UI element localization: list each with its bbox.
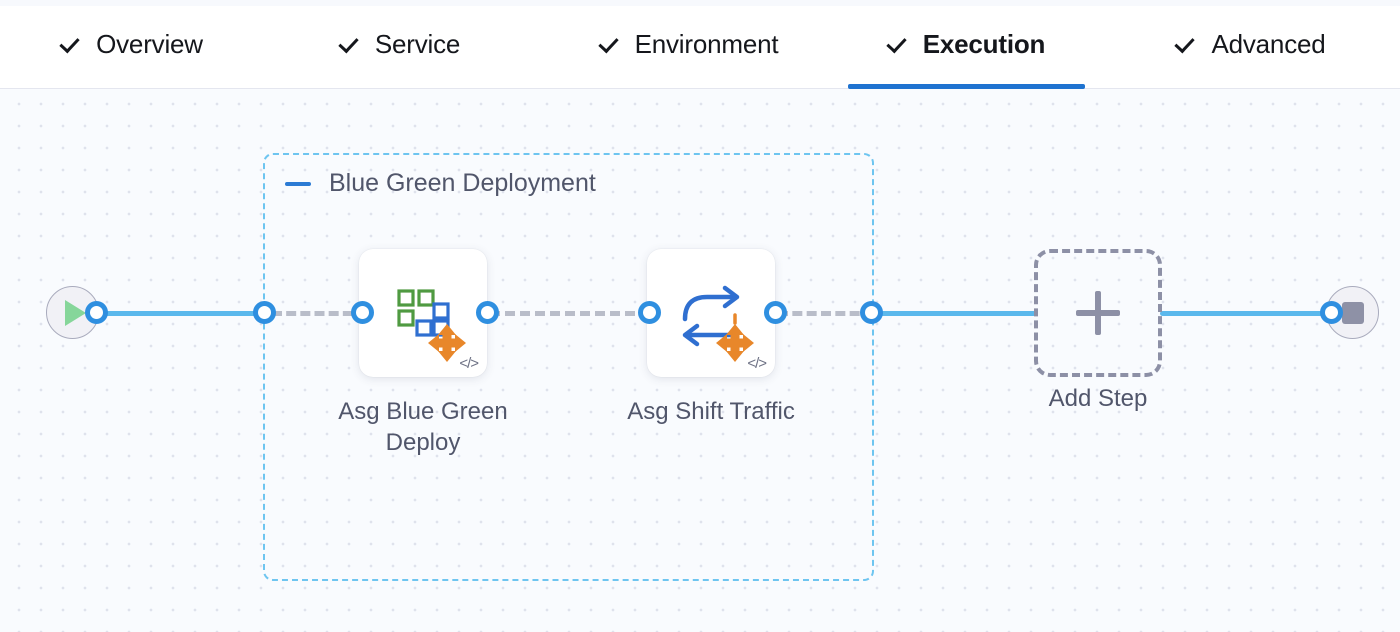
wizard-tab-bar: Overview Service Environment Execution A… [0,0,1400,89]
asg-shift-traffic-icon [647,249,775,377]
connector-dot-step-1-out[interactable] [476,301,499,324]
connector-dot-step-2-out[interactable] [764,301,787,324]
tab-service[interactable]: Service [300,0,500,89]
connector-dot-step-2-in[interactable] [638,301,661,324]
step-label-asg-blue-green-deploy: Asg Blue Green Deploy [338,398,508,456]
connector-dot-start[interactable] [85,301,108,324]
check-icon [888,33,910,55]
edge-step-2-to-group-exit [778,311,874,316]
edge-add-step-to-end [1160,311,1330,316]
edge-group-entry-to-step-1 [272,311,367,316]
tab-label: Advanced [1211,28,1326,59]
tab-label: Execution [922,28,1046,59]
add-step-label: Add Step [1048,385,1148,412]
step-group-header[interactable]: Blue Green Deployment [285,169,596,198]
connector-dot-end[interactable] [1320,301,1343,324]
edge-group-exit-to-add-step [876,311,1036,316]
pipeline-end-node[interactable] [1326,286,1379,339]
connector-dot-step-1-in[interactable] [351,301,374,324]
asg-blue-green-deploy-icon [359,249,487,377]
step-group-title: Blue Green Deployment [329,169,596,197]
edge-step-1-to-step-2 [490,311,650,316]
tab-advanced[interactable]: Advanced [1132,0,1370,89]
step-label-asg-shift-traffic: Asg Shift Traffic [627,398,795,425]
tab-label: Service [374,28,461,59]
check-icon [1176,33,1198,55]
tab-execution[interactable]: Execution [848,0,1085,89]
check-icon [61,33,83,55]
code-badge-icon: </> [747,355,767,372]
plus-icon-bar [1076,310,1120,316]
tab-environment[interactable]: Environment [555,0,823,89]
check-icon [600,33,622,55]
check-icon [340,33,362,55]
tab-label: Overview [96,28,203,59]
step-node-asg-shift-traffic[interactable]: </> [647,249,775,377]
edge-start-to-group [97,311,269,316]
stop-icon [1341,301,1364,324]
minus-icon[interactable] [285,181,311,186]
pipeline-canvas[interactable]: Blue Green Deployment [0,89,1400,632]
step-group-blue-green-deployment[interactable] [263,153,874,581]
play-icon [65,299,86,326]
tab-overview[interactable]: Overview [18,0,246,89]
tab-label: Environment [634,28,779,59]
step-node-asg-blue-green-deploy[interactable]: </> [359,249,487,377]
connector-dot-group-exit[interactable] [860,301,883,324]
add-step-button[interactable] [1034,249,1162,377]
connector-dot-group-entry[interactable] [253,301,276,324]
code-badge-icon: </> [459,355,479,372]
